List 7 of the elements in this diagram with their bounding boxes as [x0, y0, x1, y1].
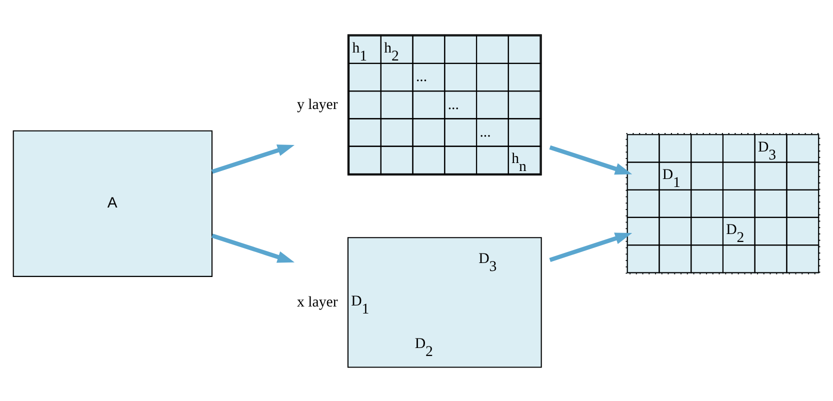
- node-label: x layer: [296, 294, 338, 310]
- arrow: [211, 233, 295, 262]
- arrow: [211, 144, 295, 174]
- arrow: [549, 232, 632, 262]
- node-label: y layer: [296, 96, 338, 112]
- node-box: A: [12, 130, 213, 276]
- arrow: [549, 144, 632, 174]
